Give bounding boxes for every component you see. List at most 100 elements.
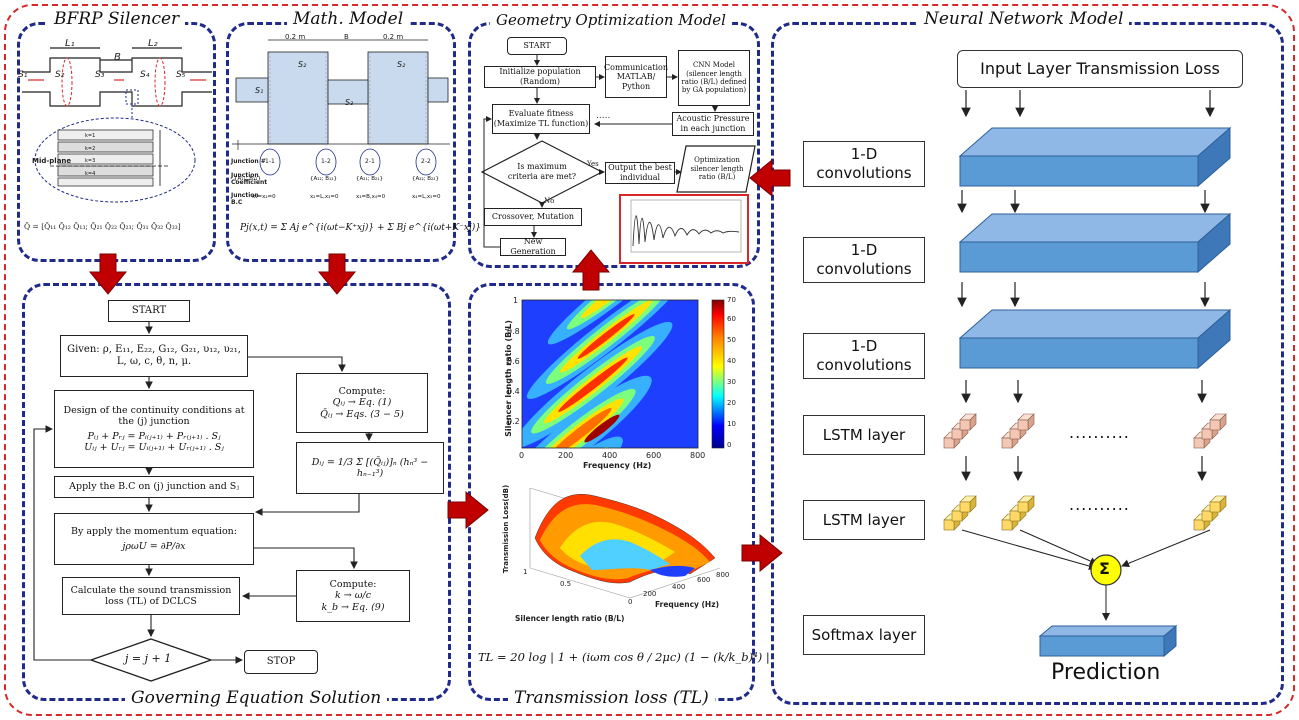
svg-text:k=1: k=1 <box>85 133 95 139</box>
gov-start: START <box>108 300 190 322</box>
geo-acoustic: Acoustic Pressure in each junction <box>672 112 754 136</box>
math-junction-label: Junction # <box>231 158 266 165</box>
tl-heatmap-xtick-4: 800 <box>690 451 706 460</box>
nn-layer-label-6: Softmax layer <box>803 615 925 655</box>
tl-surface-ytick-0: 0 <box>628 598 633 606</box>
tl-colorbar-tick-7: 70 <box>727 296 736 304</box>
gov-design-title: Design of the continuity conditions at t… <box>63 404 245 428</box>
tl-colorbar-tick-4: 40 <box>727 357 736 365</box>
nn-dots-1: .......... <box>1069 423 1130 442</box>
geo-newgen: New Generation <box>500 237 566 256</box>
tl-surface-xlabel: Silencer length ratio (B/L) <box>515 614 625 623</box>
gov-flow-arrows <box>33 322 373 664</box>
tl-colorbar-tick-1: 10 <box>727 420 736 428</box>
gov-increment-diamond <box>90 638 212 682</box>
nn-dots-2: .......... <box>1069 495 1130 514</box>
svg-text:{A₂₁; B₂₁}: {A₂₁; B₂₁} <box>356 176 383 182</box>
tl-heatmap-ytick-1: 0.4 <box>507 387 520 396</box>
nn-layer-label-3: 1-D convolutions <box>803 333 925 379</box>
tl-equation: TL = 20 log | 1 + (iωm cos θ / 2μc) (1 −… <box>478 650 770 664</box>
tl-heatmap <box>521 299 725 449</box>
panel-title-geometry: Geometry Optimization Model <box>490 11 732 29</box>
gov-compute2-line2: k_b → Eq. (9) <box>321 601 385 613</box>
tl-heatmap-ytick-3: 0.8 <box>507 327 520 336</box>
tl-surface-ylabel: Frequency (Hz) <box>655 600 720 609</box>
bfrp-label-s3: S₃ <box>95 70 105 80</box>
nn-sigma: Σ <box>1099 559 1110 578</box>
bfrp-label-s2: S₂ <box>55 70 65 80</box>
math-s3: S₃ <box>345 98 354 107</box>
gov-momentum-title: By apply the momentum equation: <box>70 525 238 537</box>
svg-text:{A₁₂; B₁₂}: {A₁₂; B₁₂} <box>310 176 337 182</box>
tl-colorbar-tick-0: 0 <box>727 441 732 449</box>
bfrp-matrix-equation: Q̄ = [Q̄₁₁ Q̄₁₂ Q̄₁₃; Q̄₂₁ Q̄₂₂ Q̄₂₃; Q̄… <box>24 222 181 231</box>
gov-compute1-box: Compute: Qᵢⱼ → Eq. (1) Q̄ᵢⱼ → Eqs. (3 − … <box>296 373 428 433</box>
tl-heatmap-ytick-0: 0.2 <box>507 417 520 426</box>
geo-optimization-parallelogram <box>676 145 756 193</box>
tl-surface-xtick-1: 1 <box>523 568 528 576</box>
gov-calc-tl: Calculate the sound transmission loss (T… <box>62 577 240 615</box>
math-junction-3: 2-1 <box>365 158 375 165</box>
bfrp-label-b: B <box>114 52 121 63</box>
svg-text:k=4: k=4 <box>85 171 95 177</box>
panel-title-math: Math. Model <box>287 9 410 29</box>
bfrp-midplane-label: Mid-plane <box>32 157 72 165</box>
gov-stop: STOP <box>244 650 318 674</box>
math-dim-b: B <box>344 33 349 41</box>
nn-input-box: Input Layer Transmission Loss <box>957 50 1243 88</box>
bfrp-label-s4: S₄ <box>140 70 150 80</box>
gov-compute1-title: Compute: <box>338 385 386 397</box>
math-dim-1: 0.2 m <box>285 33 306 41</box>
nn-layer-label-5: LSTM layer <box>803 500 925 540</box>
arrow-bfrp-down <box>88 253 128 295</box>
svg-text:x₃=B,x₄=0: x₃=B,x₄=0 <box>356 194 386 200</box>
tl-heatmap-xlabel: Frequency (Hz) <box>583 461 652 470</box>
bfrp-label-l2: L₂ <box>148 38 158 49</box>
geo-evaluate: Evaluate fitness (Maximize TL function) <box>492 104 590 134</box>
svg-text:x₂=L,x₃=0: x₂=L,x₃=0 <box>310 194 339 200</box>
gov-compute2-box: Compute: k → ω/c k_b → Eq. (9) <box>296 570 410 622</box>
bfrp-label-s1: S₁ <box>18 70 28 80</box>
geo-init: Initialize population (Random) <box>484 66 596 88</box>
math-junction-4: 2-2 <box>421 158 431 165</box>
math-junction-1: 1-1 <box>265 158 275 165</box>
svg-text:k=2: k=2 <box>85 146 95 152</box>
outer-frame <box>4 4 1295 716</box>
tl-surface-ytick-4: 800 <box>716 571 730 579</box>
arrow-transmission-right <box>741 533 783 573</box>
panel-title-transmission: Transmission loss (TL) <box>508 688 715 708</box>
math-s1: S₁ <box>255 86 264 95</box>
geo-tl-curve-inset <box>619 194 749 264</box>
tl-heatmap-ytick-2: 0.6 <box>507 357 520 366</box>
nn-layer-label-1: 1-D convolutions <box>803 141 925 187</box>
tl-surface-ytick-2: 400 <box>672 583 686 591</box>
gov-increment-text: j = j + 1 <box>125 652 172 665</box>
gov-given: Given: ρ, E₁₁, E₂₂, G₁₂, G₂₁, υ₁₂, υ₂₁, … <box>60 335 248 377</box>
tl-colorbar-tick-5: 50 <box>727 336 736 344</box>
svg-text:x₄=L,x₅=0: x₄=L,x₅=0 <box>412 194 441 200</box>
gov-compute2-line1: k → ω/c <box>334 590 372 602</box>
geo-optimization-text: Optimization silencer length ratio (B/L) <box>690 156 744 182</box>
gov-compute1-line1: Qᵢⱼ → Eq. (1) <box>332 397 392 409</box>
gov-design-eq1: Pᵢⱼ + Pᵣⱼ = Pᵢ₍ⱼ₊₁₎ + Pᵣ₍ⱼ₊₁₎ . Sⱼ <box>87 430 221 442</box>
math-wave-equation: Pj(x,t) = Σ Aj e^{i(ωt−K⁺xj)} + Σ Bj e^{… <box>240 223 481 233</box>
math-bc-label: Junction B.C <box>231 192 259 206</box>
arrow-geometry-up <box>571 249 611 291</box>
math-coef-label: Junction Coefficient <box>231 172 268 186</box>
geo-decision-text: Is maximum criteria are met? <box>507 162 577 181</box>
nn-prediction-label: Prediction <box>1051 660 1161 685</box>
geo-no-label: No <box>544 197 555 205</box>
gov-momentum-eq: jρωU = ∂P/∂x <box>122 541 186 552</box>
bfrp-schematic: k=1 k=2 k=3 k=4 <box>22 47 212 203</box>
gov-compute2-title: Compute: <box>329 578 377 590</box>
tl-colorbar-tick-3: 30 <box>727 378 736 386</box>
geo-start: START <box>507 37 567 55</box>
gov-dij: Dᵢⱼ = 1/3 Σ [(Q̄ᵢⱼ)]ₙ (hₙ³ − hₙ₋₁³) <box>296 442 444 494</box>
svg-text:k=3: k=3 <box>85 158 95 164</box>
panel-title-bfrp: BFRP Silencer <box>48 9 186 29</box>
tl-heatmap-xtick-0: 0 <box>519 451 525 460</box>
arrow-math-down <box>317 253 357 295</box>
svg-text:.....: ..... <box>596 111 610 121</box>
